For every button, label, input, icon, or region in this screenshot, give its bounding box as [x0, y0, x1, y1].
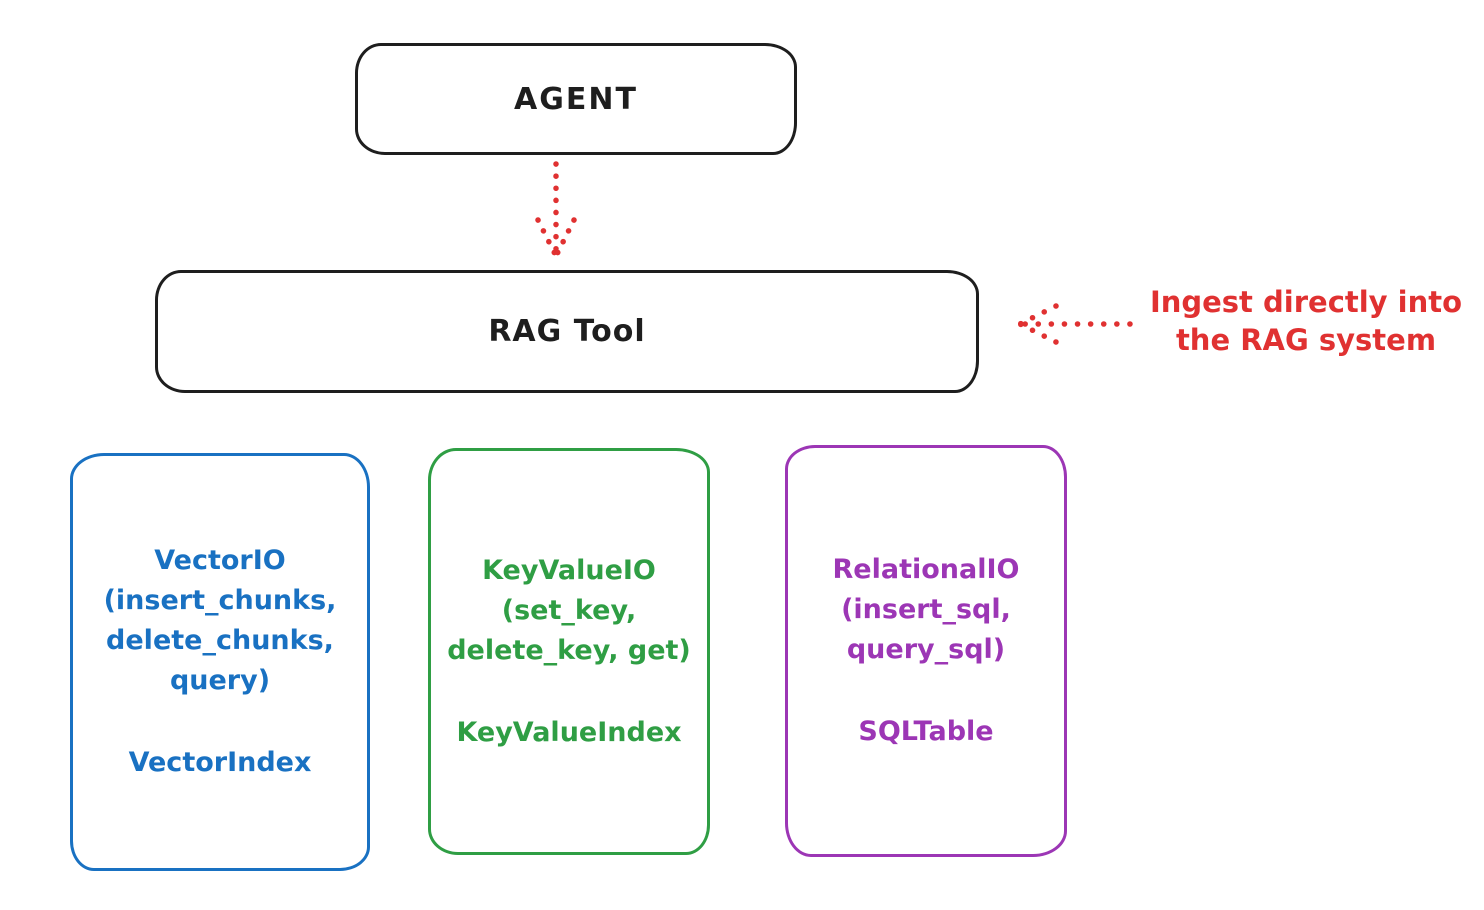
keyvalue-io-line: (set_key, [501, 594, 637, 626]
vector-io-card: VectorIO (insert_chunks, delete_chunks, … [70, 453, 370, 871]
keyvalue-io-block: KeyValueIO (set_key, delete_key, get) [447, 551, 691, 671]
keyvalue-index-label: KeyValueIndex [456, 716, 682, 748]
dotted-down-arrow-icon [535, 161, 577, 259]
ingest-annotation: Ingest directly into the RAG system [1138, 283, 1474, 359]
relational-io-line: query_sql) [846, 634, 1006, 665]
relational-io-card: RelationalIO (insert_sql, query_sql) SQL… [785, 445, 1067, 857]
relational-io-line: (insert_sql, [841, 594, 1011, 625]
vector-index-label: VectorIndex [128, 747, 312, 778]
agent-label: AGENT [514, 81, 638, 117]
keyvalue-io-line: KeyValueIO [482, 554, 656, 586]
vector-io-line: query) [169, 665, 271, 696]
vector-io-line: delete_chunks, [106, 625, 334, 656]
dotted-left-arrow-icon [1017, 303, 1133, 345]
rag-tool-box: RAG Tool [155, 270, 979, 393]
relational-io-line: RelationalIO [832, 554, 1020, 585]
relational-io-block: RelationalIO (insert_sql, query_sql) [833, 550, 1020, 670]
sql-table-label: SQLTable [858, 716, 994, 747]
agent-box: AGENT [355, 43, 797, 155]
ingest-annotation-line2: the RAG system [1175, 323, 1437, 357]
keyvalue-io-line: delete_key, get) [447, 634, 691, 666]
vector-io-line: (insert_chunks, [103, 585, 337, 616]
vector-io-line: VectorIO [154, 545, 286, 576]
keyvalue-io-card: KeyValueIO (set_key, delete_key, get) Ke… [428, 448, 710, 855]
vector-io-block: VectorIO (insert_chunks, delete_chunks, … [104, 541, 337, 701]
ingest-annotation-line1: Ingest directly into [1149, 285, 1463, 319]
rag-tool-label: RAG Tool [488, 314, 646, 349]
